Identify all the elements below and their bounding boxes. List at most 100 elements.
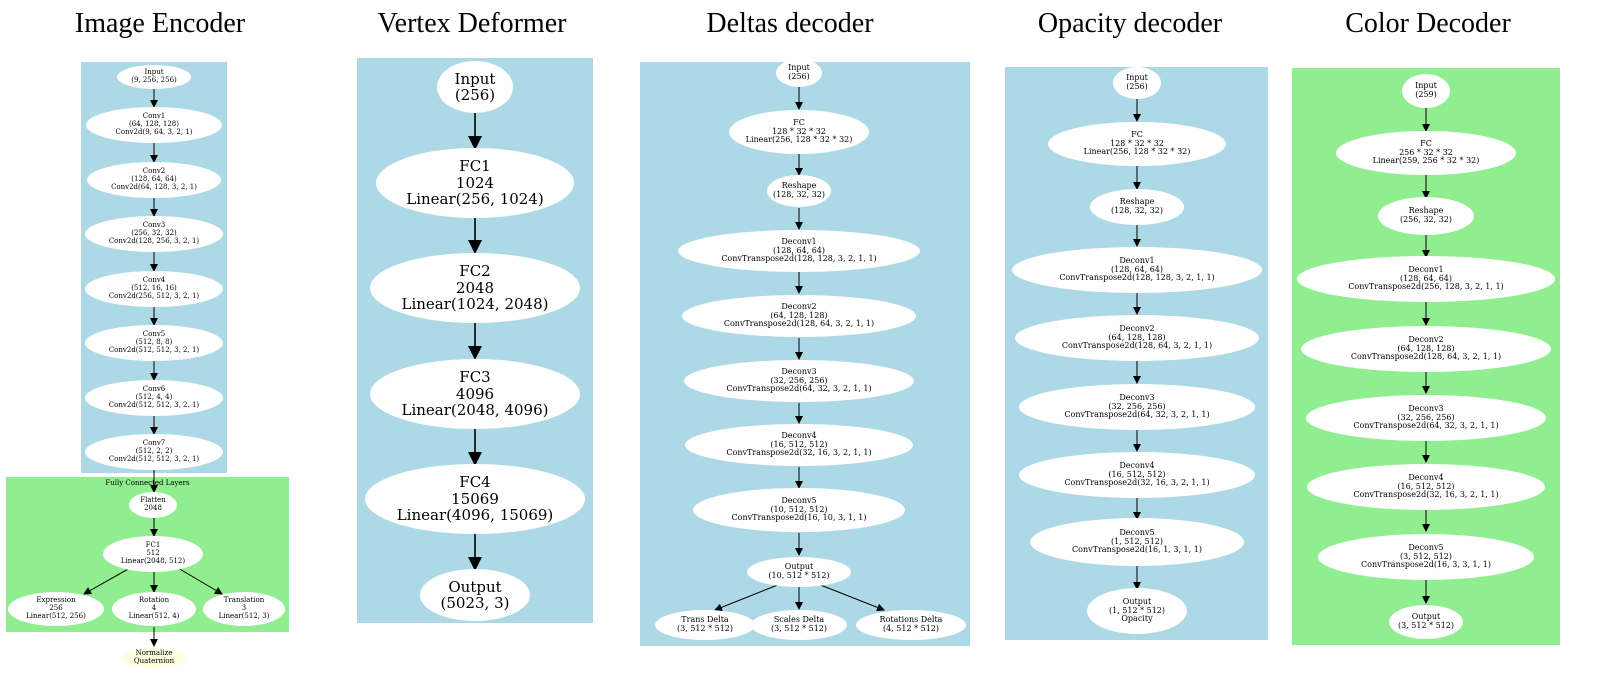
node-label-line: Linear(259, 256 * 32 * 32) xyxy=(1372,156,1480,166)
node-label-line: 4096 xyxy=(455,384,495,403)
node-label-line: Output xyxy=(784,562,814,572)
node-label-line: FC xyxy=(793,117,805,127)
node-label-line: ConvTranspose2d(128, 128, 3, 2, 1, 1) xyxy=(721,254,877,264)
node-label-line: ConvTranspose2d(64, 32, 3, 2, 1, 1) xyxy=(1353,421,1499,431)
node-label-line: (259) xyxy=(1415,90,1437,99)
node-label-line: ConvTranspose2d(128, 128, 3, 2, 1, 1) xyxy=(1059,273,1215,283)
opacity-decoder-node-deconv3: Deconv3(32, 256, 256)ConvTranspose2d(64,… xyxy=(1019,384,1255,430)
node-label-line: FC xyxy=(1420,138,1432,148)
deltas-decoder-node-reshape: Reshape(128, 32, 32) xyxy=(767,175,831,207)
deltas-decoder-title: Deltas decoder xyxy=(706,8,874,39)
node-label-line: Deconv3 xyxy=(781,366,817,376)
node-label-line: Deconv2 xyxy=(1119,323,1155,333)
node-label-line: FC4 xyxy=(459,473,491,492)
node-label-line: Conv2d(512, 512, 3, 2, 1) xyxy=(108,400,200,409)
node-label-line: (512, 4, 4) xyxy=(135,393,173,402)
node-label-line: Input xyxy=(454,69,496,88)
node-label-line: (256) xyxy=(454,86,496,104)
opacity-decoder-node-deconv2: Deconv2(64, 128, 128)ConvTranspose2d(128… xyxy=(1015,315,1259,361)
node-label-line: Deconv3 xyxy=(1119,392,1155,402)
node-label-line: (512, 8, 8) xyxy=(135,338,173,347)
color-decoder-node-output: Output(3, 512 * 512) xyxy=(1389,605,1463,639)
node-label-line: (1, 512, 512) xyxy=(1110,536,1164,546)
node-label-line: Opacity xyxy=(1121,614,1153,624)
node-label-line: FC xyxy=(1131,129,1143,139)
color-decoder-node-deconv2: Deconv2(64, 128, 128)ConvTranspose2d(128… xyxy=(1301,326,1551,372)
node-label-line: ConvTranspose2d(32, 16, 3, 2, 1, 1) xyxy=(1064,478,1210,488)
vertex-deformer-panel xyxy=(357,58,593,623)
node-label-line: (5023, 3) xyxy=(440,594,510,612)
deltas-decoder-node-deconv3: Deconv3(32, 256, 256)ConvTranspose2d(64,… xyxy=(684,360,914,402)
node-label-line: Output xyxy=(1122,596,1152,606)
node-label-line: Deconv2 xyxy=(1408,334,1444,344)
node-label-line: (16, 512, 512) xyxy=(1108,469,1166,479)
node-label-line: ConvTranspose2d(32, 16, 3, 2, 1, 1) xyxy=(1353,490,1499,500)
node-label-line: Linear(256, 128 * 32 * 32) xyxy=(1083,147,1191,157)
node-label-line: 3 xyxy=(241,604,247,613)
deltas-decoder-node-trans-delta: Trans Delta(3, 512 * 512) xyxy=(655,610,755,640)
node-label-line: (32, 256, 256) xyxy=(1397,412,1455,422)
node-label-line: 15069 xyxy=(451,489,499,508)
color-decoder-node-reshape: Reshape(256, 32, 32) xyxy=(1378,197,1474,235)
node-label-line: Scales Delta xyxy=(773,615,825,625)
node-label-line: 1024 xyxy=(455,173,495,192)
vertex-deformer-title: Vertex Deformer xyxy=(377,8,567,39)
node-label-line: (128, 64, 64) xyxy=(1110,264,1164,274)
node-label-line: Deconv1 xyxy=(1119,255,1155,265)
node-label-line: Linear(256, 128 * 32 * 32) xyxy=(745,135,853,145)
node-label-line: 512 xyxy=(146,549,160,558)
color-decoder-node-deconv1: Deconv1(128, 64, 64)ConvTranspose2d(256,… xyxy=(1297,256,1555,302)
node-label-line: Reshape xyxy=(1119,197,1155,207)
node-label-line: Deconv4 xyxy=(781,430,817,440)
node-label-line: FC2 xyxy=(459,262,491,281)
node-label-line: (512, 16, 16) xyxy=(131,284,177,293)
fully-connected-cluster-label: Fully Connected Layers xyxy=(105,479,190,487)
node-label-line: ConvTranspose2d(32, 16, 3, 2, 1, 1) xyxy=(726,448,872,458)
node-label-line: Conv1 xyxy=(142,112,166,121)
node-label-line: Deconv5 xyxy=(781,495,817,505)
node-label-line: Translation xyxy=(223,596,265,605)
node-label-line: (64, 128, 128) xyxy=(129,120,179,129)
node-label-line: (16, 512, 512) xyxy=(1397,481,1455,491)
node-label-line: ConvTranspose2d(64, 32, 3, 2, 1, 1) xyxy=(726,384,872,394)
image-encoder-node-conv2: Conv2(128, 64, 64)Conv2d(64, 128, 3, 2, … xyxy=(87,162,221,198)
vertex-deformer-node-output: Output(5023, 3) xyxy=(420,569,530,621)
node-label-line: Input xyxy=(1126,73,1148,83)
node-label-line: (128, 64, 64) xyxy=(131,175,177,184)
node-label-line: (128, 32, 32) xyxy=(1110,206,1164,215)
node-label-line: Input xyxy=(1415,81,1437,91)
node-label-line: (16, 512, 512) xyxy=(770,439,828,449)
node-label-line: 2048 xyxy=(455,278,495,297)
node-label-line: (256, 32, 32) xyxy=(131,229,177,238)
node-label-line: (10, 512, 512) xyxy=(770,504,828,514)
node-label-line: Conv6 xyxy=(142,385,166,394)
deltas-decoder-node-deconv2: Deconv2(64, 128, 128)ConvTranspose2d(128… xyxy=(682,295,916,337)
node-label-line: (64, 128, 128) xyxy=(770,310,828,320)
node-label-line: Conv2d(512, 512, 3, 2, 1) xyxy=(108,345,200,354)
node-label-line: (64, 128, 128) xyxy=(1108,332,1166,342)
opacity-decoder-node-output: Output(1, 512 * 512)Opacity xyxy=(1087,588,1187,634)
node-label-line: Conv3 xyxy=(142,221,166,230)
node-label-line: Deconv4 xyxy=(1119,460,1155,470)
node-label-line: Conv5 xyxy=(142,330,166,339)
color-decoder-title: Color Decoder xyxy=(1345,8,1511,39)
color-decoder-node-deconv5: Deconv5(3, 512, 512)ConvTranspose2d(16, … xyxy=(1318,534,1534,580)
color-decoder-node-input: Input(259) xyxy=(1402,74,1450,108)
deltas-decoder-node-deconv4: Deconv4(16, 512, 512)ConvTranspose2d(32,… xyxy=(685,424,913,466)
node-label-line: (128, 64, 64) xyxy=(1399,273,1453,283)
node-label-line: Reshape xyxy=(1408,206,1444,216)
node-label-line: (3, 512 * 512) xyxy=(770,624,828,633)
node-label-line: Rotations Delta xyxy=(879,615,943,625)
node-label-line: FC3 xyxy=(459,368,491,387)
node-label-line: ConvTranspose2d(16, 1, 3, 1, 1) xyxy=(1072,545,1202,555)
color-decoder-node-deconv4: Deconv4(16, 512, 512)ConvTranspose2d(32,… xyxy=(1307,464,1545,510)
image-encoder-title: Image Encoder xyxy=(74,8,246,39)
deltas-decoder-node-input: Input(256) xyxy=(776,59,822,87)
